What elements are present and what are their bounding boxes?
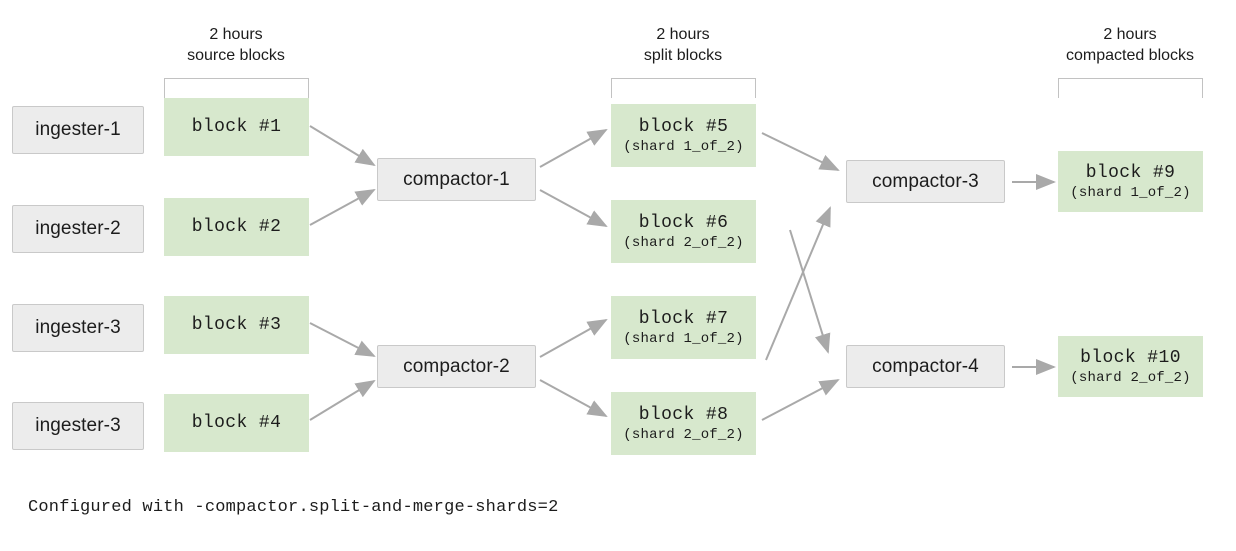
- edge-block5-to-compactor3: [761, 132, 840, 171]
- split-block-8[interactable]: block #8 (shard 2_of_2): [611, 392, 756, 455]
- block-shard: (shard 1_of_2): [623, 138, 744, 155]
- block-title: block #1: [191, 117, 282, 137]
- group-label-line2: split blocks: [643, 47, 723, 64]
- split-block-6[interactable]: block #6 (shard 2_of_2): [611, 200, 756, 263]
- compactor-4-box[interactable]: compactor-4: [846, 345, 1005, 388]
- edge-block7-to-compactor3: [765, 206, 831, 361]
- group-label-line1: 2 hours: [209, 26, 263, 43]
- compactor-3-box[interactable]: compactor-3: [846, 160, 1005, 203]
- compactor-1-box[interactable]: compactor-1: [377, 158, 536, 201]
- block-title: block #4: [191, 413, 282, 433]
- edge-block2-to-compactor1: [309, 189, 376, 226]
- block-title: block #6: [638, 212, 729, 233]
- ingester-4-box[interactable]: ingester-3: [12, 402, 144, 450]
- block-title: block #9: [1085, 162, 1176, 183]
- block-title: block #3: [191, 315, 282, 335]
- ingester-3-box[interactable]: ingester-3: [12, 304, 144, 352]
- group-label-line2: compacted blocks: [1065, 47, 1195, 64]
- block-title: block #10: [1080, 347, 1181, 368]
- block-title: block #8: [638, 404, 729, 425]
- source-block-1[interactable]: block #1: [164, 98, 309, 156]
- block-title: block #5: [638, 116, 729, 137]
- ingester-label: ingester-3: [35, 317, 121, 338]
- ingester-2-box[interactable]: ingester-2: [12, 205, 144, 253]
- bracket-source-blocks: [164, 78, 309, 98]
- ingester-label: ingester-3: [35, 415, 121, 436]
- compactor-label: compactor-3: [872, 170, 979, 192]
- compactor-2-box[interactable]: compactor-2: [377, 345, 536, 388]
- ingester-label: ingester-1: [35, 119, 121, 140]
- bracket-split-blocks: [611, 78, 756, 98]
- ingester-1-box[interactable]: ingester-1: [12, 106, 144, 154]
- block-shard: (shard 2_of_2): [1070, 369, 1191, 386]
- compacted-block-9[interactable]: block #9 (shard 1_of_2): [1058, 151, 1203, 212]
- edge-block1-to-compactor1: [309, 125, 376, 167]
- group-label-compacted-blocks: 2 hours compacted blocks: [1040, 24, 1220, 66]
- edge-compactor1-to-block6: [539, 189, 608, 227]
- block-shard: (shard 1_of_2): [623, 330, 744, 347]
- group-label-split-blocks: 2 hours split blocks: [593, 24, 773, 66]
- edge-block3-to-compactor2: [309, 322, 376, 357]
- compacted-block-10[interactable]: block #10 (shard 2_of_2): [1058, 336, 1203, 397]
- block-title: block #7: [638, 308, 729, 329]
- bracket-compacted-blocks: [1058, 78, 1203, 98]
- edge-compactor2-to-block7: [539, 319, 608, 358]
- compactor-label: compactor-2: [403, 355, 510, 377]
- edge-block6-to-compactor4: [789, 229, 831, 354]
- block-title: block #2: [191, 217, 282, 237]
- source-block-4[interactable]: block #4: [164, 394, 309, 452]
- compactor-label: compactor-1: [403, 168, 510, 190]
- block-shard: (shard 1_of_2): [1070, 184, 1191, 201]
- ingester-label: ingester-2: [35, 218, 121, 239]
- block-shard: (shard 2_of_2): [623, 234, 744, 251]
- configuration-caption: Configured with -compactor.split-and-mer…: [28, 498, 559, 517]
- group-label-source-blocks: 2 hours source blocks: [146, 24, 326, 66]
- source-block-3[interactable]: block #3: [164, 296, 309, 354]
- edge-compactor2-to-block8: [539, 379, 608, 417]
- group-label-line1: 2 hours: [656, 26, 710, 43]
- edge-compactor1-to-block5: [539, 129, 608, 168]
- group-label-line1: 2 hours: [1103, 26, 1157, 43]
- group-label-line2: source blocks: [187, 47, 285, 64]
- block-shard: (shard 2_of_2): [623, 426, 744, 443]
- compactor-label: compactor-4: [872, 355, 979, 377]
- split-block-5[interactable]: block #5 (shard 1_of_2): [611, 104, 756, 167]
- edge-block4-to-compactor2: [309, 379, 376, 421]
- source-block-2[interactable]: block #2: [164, 198, 309, 256]
- split-block-7[interactable]: block #7 (shard 1_of_2): [611, 296, 756, 359]
- edge-block8-to-compactor4: [761, 379, 840, 421]
